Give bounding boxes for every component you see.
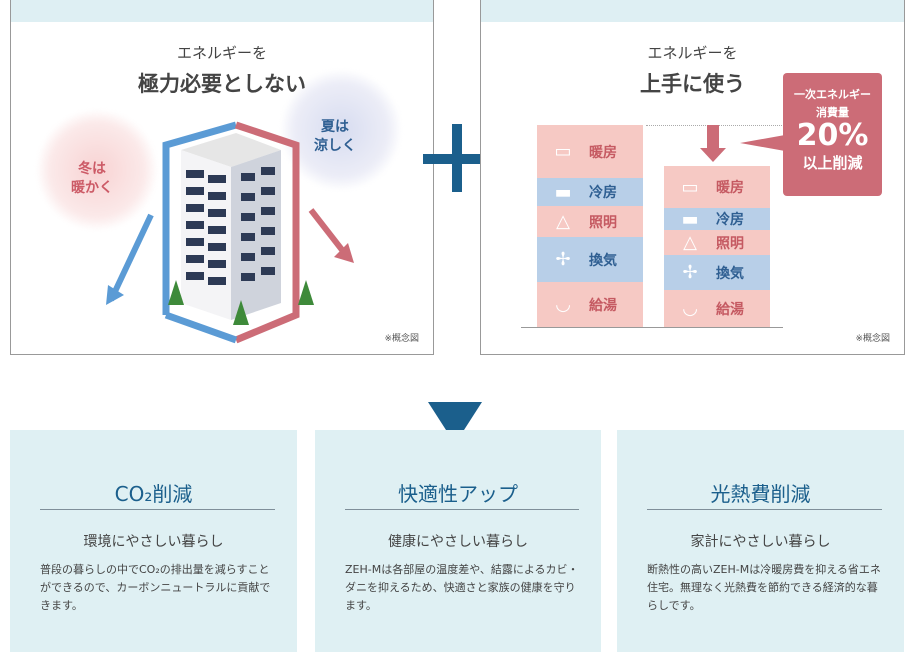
callout-value: 20%	[796, 118, 869, 153]
before-column: ▭ 暖房 ▬ 冷房 △ 照明 ✢ 換気 ◡ 給湯	[537, 125, 643, 327]
segment-hot-water: ◡ 給湯	[537, 282, 643, 327]
lamp-icon: △	[556, 211, 570, 232]
fan-icon: ✢	[555, 249, 571, 270]
lamp-icon: △	[683, 232, 697, 253]
air-conditioner-icon: ▬	[681, 208, 699, 230]
left-panel: エネルギーを 極力必要としない 冬は 暖かく 夏は 涼しく	[10, 0, 434, 355]
callout-pointer	[740, 135, 785, 151]
fan-icon: ✢	[682, 262, 698, 283]
segment-label: 照明	[589, 214, 617, 231]
summer-label: 夏は 涼しく	[314, 119, 356, 154]
concept-note: ※概念図	[855, 334, 890, 344]
card-title: 快適性アップ	[398, 482, 518, 506]
building-illustration	[106, 121, 354, 344]
card-subtitle: 環境にやさしい暮らし	[83, 534, 224, 550]
segment-heating: ▭ 暖房	[537, 125, 643, 178]
card-body: 普段の暮らしの中でCO₂の排出量を減らすことができるので、カーボンニュートラルに…	[40, 563, 271, 612]
segment-cooling: ▬ 冷房	[664, 208, 770, 230]
card-body: ZEH-Mは各部屋の温度差や、結露によるカビ・ダニを抑えるため、快適さと家族の健…	[345, 563, 579, 612]
panel-header-strip	[481, 0, 904, 22]
divider	[40, 509, 275, 510]
bathtub-icon: ◡	[556, 294, 570, 315]
segment-label: 冷房	[716, 212, 744, 228]
down-arrow-head	[700, 148, 726, 162]
right-title-line1: エネルギーを	[647, 44, 738, 62]
left-title-line1: エネルギーを	[176, 44, 267, 62]
right-title-line2: 上手に使う	[640, 72, 745, 96]
segment-label: 暖房	[716, 180, 744, 196]
heater-icon: ▭	[554, 141, 572, 162]
concept-note: ※概念図	[384, 334, 419, 344]
ground-line	[521, 327, 783, 328]
card-title: 光熱費削減	[710, 482, 811, 506]
segment-label: 換気	[716, 265, 744, 282]
after-column: ▭ 暖房 ▬ 冷房 △ 照明 ✢ 換気 ◡ 給湯	[664, 166, 770, 327]
segment-hot-water: ◡ 給湯	[664, 290, 770, 327]
winter-label: 冬は 暖かく	[71, 161, 113, 196]
down-arrow-icon	[707, 125, 719, 150]
air-conditioner-icon: ▬	[554, 181, 572, 203]
segment-label: 照明	[716, 235, 744, 252]
callout-line1: 一次エネルギー	[794, 88, 871, 101]
warm-glow	[37, 110, 157, 230]
segment-cooling: ▬ 冷房	[537, 178, 643, 206]
segment-ventilation: ✢ 換気	[664, 255, 770, 290]
card-subtitle: 家計にやさしい暮らし	[690, 534, 831, 550]
segment-lighting: △ 照明	[664, 230, 770, 255]
segment-heating: ▭ 暖房	[664, 166, 770, 208]
segment-label: 換気	[589, 252, 617, 269]
benefit-card-utility: 光熱費削減 家計にやさしい暮らし 断熱性の高いZEH-Mは冷暖房費を抑える省エネ…	[617, 430, 904, 652]
segment-label: 給湯	[589, 297, 617, 314]
benefit-card-comfort: 快適性アップ 健康にやさしい暮らし ZEH-Mは各部屋の温度差や、結露によるカビ…	[315, 430, 601, 652]
plus-icon-vertical	[452, 124, 462, 192]
divider	[345, 509, 579, 510]
segment-lighting: △ 照明	[537, 206, 643, 237]
divider	[647, 509, 882, 510]
segment-label: 給湯	[716, 301, 744, 318]
card-body: 断熱性の高いZEH-Mは冷暖房費を抑える省エネ住宅。無理なく光熱費を節約できる経…	[647, 563, 881, 612]
bathtub-icon: ◡	[683, 298, 697, 319]
cool-glow	[281, 70, 401, 190]
segment-label: 冷房	[589, 185, 617, 201]
segment-ventilation: ✢ 換気	[537, 237, 643, 282]
callout-line3: 以上削減	[802, 154, 863, 172]
reduction-callout: 一次エネルギー 消費量 20% 以上削減	[783, 73, 882, 196]
segment-label: 暖房	[589, 144, 617, 161]
card-subtitle: 健康にやさしい暮らし	[388, 534, 528, 550]
card-title: CO₂削減	[114, 482, 193, 506]
left-title-line2: 極力必要としない	[138, 72, 306, 96]
callout-line2: 消費量	[816, 106, 849, 119]
benefit-card-co2: CO₂削減 環境にやさしい暮らし 普段の暮らしの中でCO₂の排出量を減らすことが…	[10, 430, 297, 652]
panel-header-strip	[11, 0, 433, 22]
heater-icon: ▭	[681, 176, 699, 198]
